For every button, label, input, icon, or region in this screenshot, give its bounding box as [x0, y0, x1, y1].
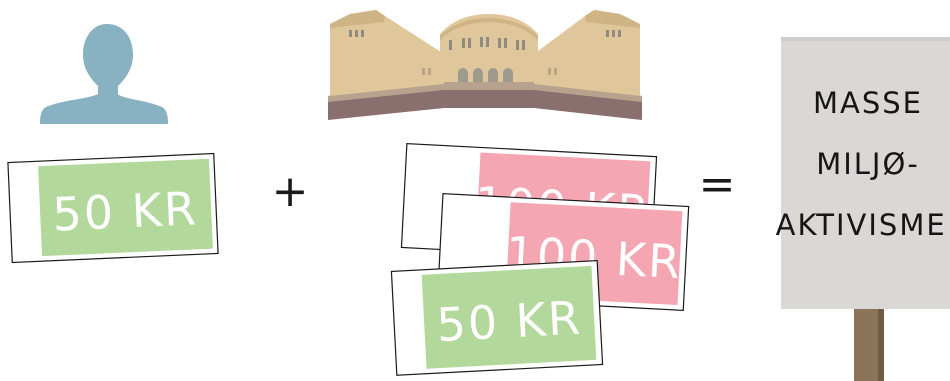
citizen-note-label: 50 KR: [51, 181, 199, 241]
state-note-3-label: 50 KR: [435, 291, 583, 353]
banknote-fill: [38, 158, 213, 257]
state-banknote-3: 50 KR: [390, 259, 604, 376]
banknote-fill: [421, 265, 597, 369]
parliament-building-icon: [328, 10, 642, 120]
person-silhouette-icon: [40, 24, 168, 124]
equals-symbol: =: [699, 159, 736, 210]
citizen-banknote: 50 KR: [7, 152, 219, 264]
sign-board: [781, 37, 950, 309]
plus-symbol: +: [272, 166, 309, 217]
sign-line-3: AKTIVISME!: [776, 208, 950, 242]
sign-line-1: MASSE: [813, 86, 923, 120]
protest-sign: MASSE MILJØ- AKTIVISME!: [776, 37, 950, 381]
sign-line-2: MILJØ-: [816, 147, 920, 181]
